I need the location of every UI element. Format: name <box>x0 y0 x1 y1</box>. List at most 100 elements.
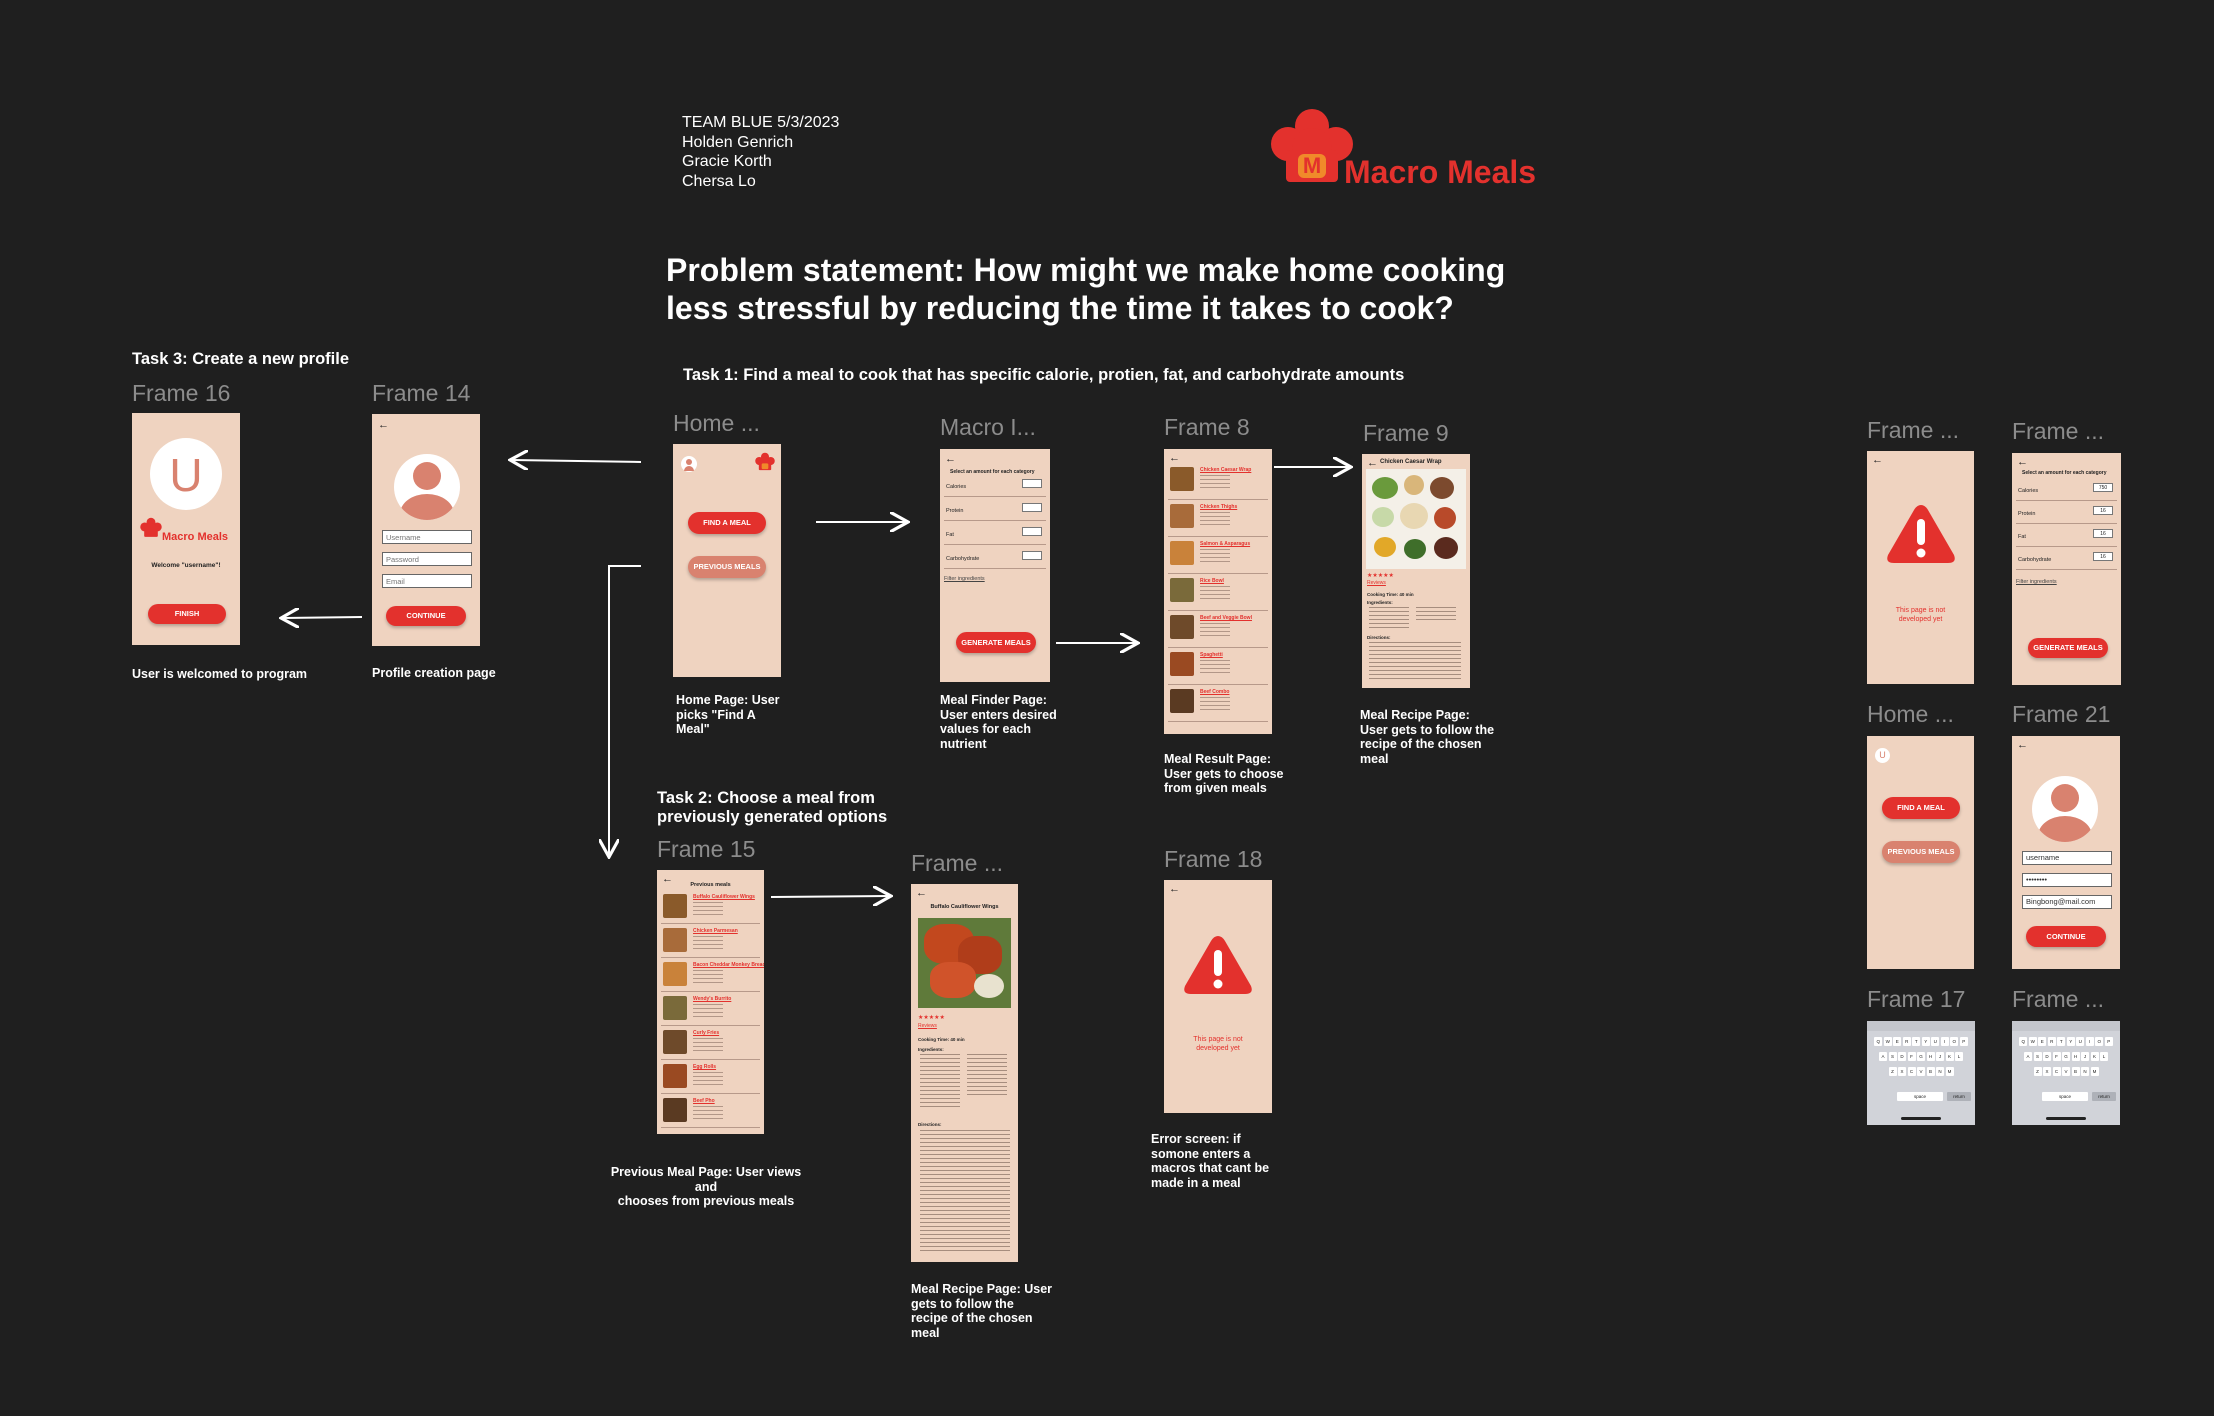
keyboard-key[interactable]: Y <box>1921 1037 1930 1046</box>
list-item[interactable]: Chicken Caesar Wrap <box>1168 463 1268 500</box>
keyboard-key[interactable]: W <box>1883 1037 1892 1046</box>
keyboard-key[interactable]: Y <box>2066 1037 2075 1046</box>
keyboard-key[interactable]: B <box>1926 1067 1935 1076</box>
meal-name-link[interactable]: Chicken Parmesan <box>693 928 738 934</box>
keyboard-key[interactable]: U <box>1931 1037 1940 1046</box>
space-key[interactable]: space <box>1897 1092 1943 1101</box>
list-item[interactable]: Beef and Veggie Bowl <box>1168 611 1268 648</box>
keyboard-key[interactable]: U <box>2076 1037 2085 1046</box>
filter-ingredients-link[interactable]: Filter ingredients <box>2016 579 2057 585</box>
list-item[interactable]: Salmon & Asparagus <box>1168 537 1268 574</box>
fat-input[interactable]: 16 <box>2093 529 2113 538</box>
keyboard-key[interactable]: F <box>2052 1052 2061 1061</box>
meal-name-link[interactable]: Chicken Thighs <box>1200 504 1238 510</box>
return-key[interactable]: return <box>1947 1092 1971 1101</box>
reviews-link[interactable]: Reviews <box>1367 580 1386 586</box>
keyboard-key[interactable]: T <box>2057 1037 2066 1046</box>
reviews-link[interactable]: Reviews <box>918 1023 937 1029</box>
back-arrow-icon[interactable]: ← <box>1367 457 1378 469</box>
keyboard-key[interactable]: L <box>2100 1052 2108 1061</box>
filter-ingredients-link[interactable]: Filter ingredients <box>944 576 985 582</box>
keyboard-key[interactable]: P <box>1959 1037 1968 1046</box>
keyboard-key[interactable]: Q <box>1874 1037 1883 1046</box>
back-arrow-icon[interactable]: ← <box>1169 883 1180 895</box>
keyboard-key[interactable]: H <box>1926 1052 1935 1061</box>
list-item[interactable]: Spaghetti <box>1168 648 1268 685</box>
protein-input[interactable]: 16 <box>2093 506 2113 515</box>
keyboard-key[interactable]: I <box>1940 1037 1949 1046</box>
keyboard-key[interactable]: H <box>2071 1052 2080 1061</box>
keyboard-key[interactable]: B <box>2071 1067 2080 1076</box>
keyboard-key[interactable]: L <box>1955 1052 1963 1061</box>
keyboard-key[interactable]: M <box>1945 1067 1954 1076</box>
keyboard-key[interactable]: K <box>1945 1052 1954 1061</box>
back-arrow-icon[interactable]: ← <box>662 873 673 885</box>
meal-name-link[interactable]: Wendy's Burrito <box>693 996 732 1002</box>
list-item[interactable]: Bacon Cheddar Monkey Bread <box>661 958 764 992</box>
carbohydrate-input[interactable]: 16 <box>2093 552 2113 561</box>
previous-meals-button[interactable]: PREVIOUS MEALS <box>1882 841 1960 863</box>
calories-input[interactable] <box>1022 479 1042 488</box>
keyboard-key[interactable]: X <box>2043 1067 2051 1076</box>
list-item[interactable]: Chicken Parmesan <box>661 924 760 958</box>
list-item[interactable]: Wendy's Burrito <box>661 992 760 1026</box>
finish-button[interactable]: FINISH <box>148 604 226 624</box>
keyboard-key[interactable]: M <box>2090 1067 2099 1076</box>
list-item[interactable]: Buffalo Cauliflower Wings <box>661 890 760 924</box>
back-arrow-icon[interactable]: ← <box>378 419 389 431</box>
generate-meals-button[interactable]: GENERATE MEALS <box>956 632 1036 653</box>
keyboard-key[interactable]: T <box>1912 1037 1921 1046</box>
keyboard-key[interactable]: S <box>2033 1052 2042 1061</box>
meal-name-link[interactable]: Spaghetti <box>1200 652 1223 658</box>
list-item[interactable]: Beef Pho <box>661 1094 760 1128</box>
back-arrow-icon[interactable]: ← <box>1872 454 1883 466</box>
keyboard-key[interactable]: D <box>2043 1052 2051 1061</box>
meal-name-link[interactable]: Chicken Caesar Wrap <box>1200 467 1252 473</box>
back-arrow-icon[interactable]: ← <box>2017 456 2028 468</box>
keyboard-key[interactable]: C <box>2052 1067 2061 1076</box>
keyboard-key[interactable]: G <box>2062 1052 2070 1061</box>
keyboard-key[interactable]: A <box>1879 1052 1887 1061</box>
keyboard-key[interactable]: N <box>2081 1067 2089 1076</box>
meal-name-link[interactable]: Beef Combo <box>1200 689 1230 695</box>
keyboard-key[interactable]: R <box>1902 1037 1911 1046</box>
profile-icon[interactable] <box>681 456 697 472</box>
return-key[interactable]: return <box>2092 1092 2116 1101</box>
keyboard-key[interactable]: C <box>1907 1067 1916 1076</box>
back-arrow-icon[interactable]: ← <box>945 453 956 465</box>
meal-name-link[interactable]: Buffalo Cauliflower Wings <box>693 894 755 900</box>
meal-name-link[interactable]: Bacon Cheddar Monkey Bread <box>693 962 764 968</box>
keyboard-key[interactable]: P <box>2104 1037 2113 1046</box>
keyboard-key[interactable]: R <box>2047 1037 2056 1046</box>
meal-name-link[interactable]: Beef and Veggie Bowl <box>1200 615 1252 621</box>
email-field[interactable] <box>382 574 472 588</box>
find-a-meal-button[interactable]: FIND A MEAL <box>1882 797 1960 819</box>
meal-name-link[interactable]: Rice Bowl <box>1200 578 1224 584</box>
keyboard-key[interactable]: W <box>2028 1037 2037 1046</box>
keyboard-key[interactable]: K <box>2090 1052 2099 1061</box>
keyboard-key[interactable]: N <box>1936 1067 1944 1076</box>
find-a-meal-button[interactable]: FIND A MEAL <box>688 512 766 534</box>
previous-meals-button[interactable]: PREVIOUS MEALS <box>688 556 766 578</box>
username-field[interactable]: username <box>2022 851 2112 865</box>
keyboard-key[interactable]: E <box>1893 1037 1902 1046</box>
keyboard-key[interactable]: I <box>2085 1037 2094 1046</box>
calories-input[interactable]: 750 <box>2093 483 2113 492</box>
keyboard-key[interactable]: A <box>2024 1052 2032 1061</box>
password-field[interactable]: •••••••• <box>2022 873 2112 887</box>
username-field[interactable] <box>382 530 472 544</box>
keyboard-key[interactable]: V <box>2062 1067 2070 1076</box>
keyboard-key[interactable]: Z <box>1888 1067 1897 1076</box>
list-item[interactable]: Egg Rolls <box>661 1060 760 1094</box>
protein-input[interactable] <box>1022 503 1042 512</box>
keyboard-key[interactable]: J <box>1936 1052 1944 1061</box>
list-item[interactable]: Rice Bowl <box>1168 574 1268 611</box>
keyboard-key[interactable]: O <box>2095 1037 2104 1046</box>
list-item[interactable]: Beef Combo <box>1168 685 1268 722</box>
keyboard-key[interactable]: S <box>1888 1052 1897 1061</box>
keyboard-key[interactable]: F <box>1907 1052 1916 1061</box>
keyboard-key[interactable]: G <box>1917 1052 1925 1061</box>
generate-meals-button[interactable]: GENERATE MEALS <box>2028 638 2108 658</box>
continue-button[interactable]: CONTINUE <box>386 606 466 626</box>
keyboard-key[interactable]: E <box>2038 1037 2047 1046</box>
